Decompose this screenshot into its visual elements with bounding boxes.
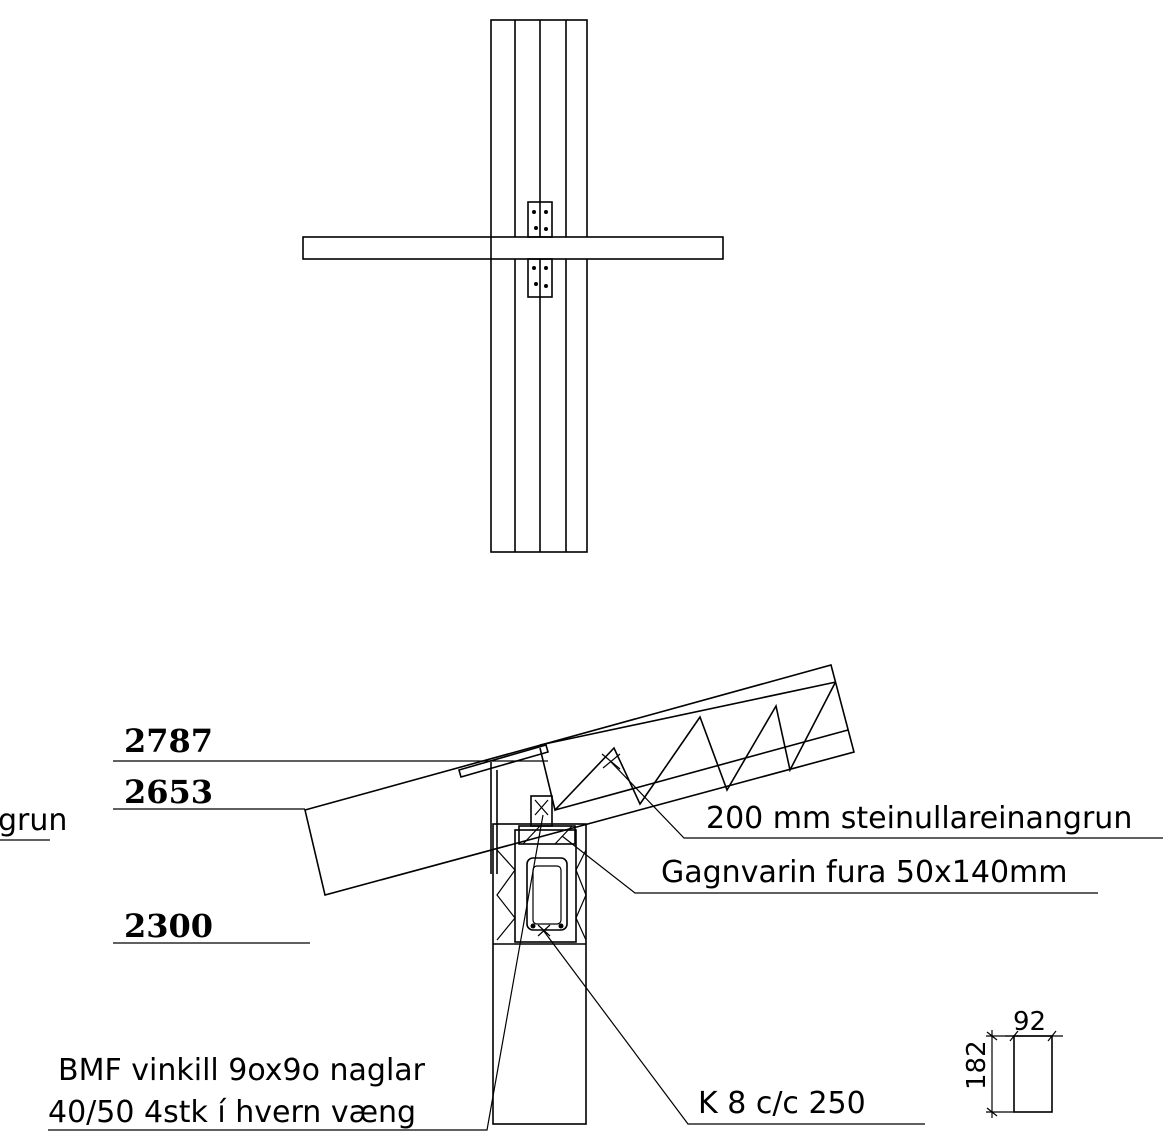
roof-truss [304, 664, 855, 896]
label-rebar: K 8 c/c 250 [698, 1086, 866, 1121]
label-bracket-line1: BMF vinkill 9ox9o naglar [58, 1053, 426, 1088]
truss-web [539, 682, 836, 812]
rebar-dot [558, 923, 564, 929]
truss-bottom-chord [554, 729, 849, 811]
elevation-label-2787: 2787 [124, 722, 213, 760]
roof-flashing [458, 744, 549, 778]
leader-bracket [48, 814, 544, 1131]
label-insulation: 200 mm steinullareinangrun [706, 801, 1132, 836]
timber-marker-icon [534, 799, 549, 816]
dimension-label-height: 182 [962, 1040, 992, 1090]
elevation-label-2653: 2653 [124, 773, 213, 811]
nail-dot [544, 284, 548, 288]
leader-timber [561, 835, 1098, 894]
dimension-label-width: 92 [1013, 1007, 1046, 1037]
label-insulation-cut: grun [0, 803, 67, 838]
leader-insulation [610, 761, 1163, 839]
section-column [492, 823, 587, 1125]
rebar-dot [530, 923, 536, 929]
nail-dot [532, 266, 536, 270]
nail-dot [544, 227, 548, 231]
insulation-marker-icon [601, 753, 621, 770]
nail-dot [534, 226, 538, 230]
elevation-label-2300: 2300 [124, 907, 213, 945]
rebar-cage [526, 857, 568, 931]
rebar-section-detail: 92 182 [962, 1007, 1063, 1118]
timber-plate-hatch [522, 825, 541, 845]
plan-view [302, 19, 724, 553]
dimension-tick [1047, 1030, 1057, 1042]
plan-connector-plate-upper [527, 201, 553, 238]
column-inner-frame [514, 829, 577, 943]
truss-top-chord [539, 681, 837, 746]
section-view: 2787 2653 2300 [0, 664, 1163, 1131]
rebar-marker-icon [537, 924, 551, 937]
nail-dot [544, 266, 548, 270]
timber-plate-hatch [554, 825, 573, 845]
leader-rebar [542, 929, 925, 1125]
column-hatch-left [496, 849, 516, 941]
nail-dot [544, 210, 548, 214]
plan-beam [302, 236, 724, 260]
plan-connector-plate-lower [527, 258, 553, 298]
column-hatch-right [575, 849, 587, 941]
rebar-cage-inner [532, 865, 562, 925]
nail-dot [534, 282, 538, 286]
timber-plate [518, 825, 576, 845]
label-timber: Gagnvarin fura 50x140mm [661, 855, 1068, 890]
plan-post [490, 19, 588, 553]
nail-dot [532, 210, 536, 214]
label-bracket-line2: 40/50 4stk í hvern væng [48, 1095, 416, 1130]
section-rectangle [1013, 1035, 1053, 1113]
